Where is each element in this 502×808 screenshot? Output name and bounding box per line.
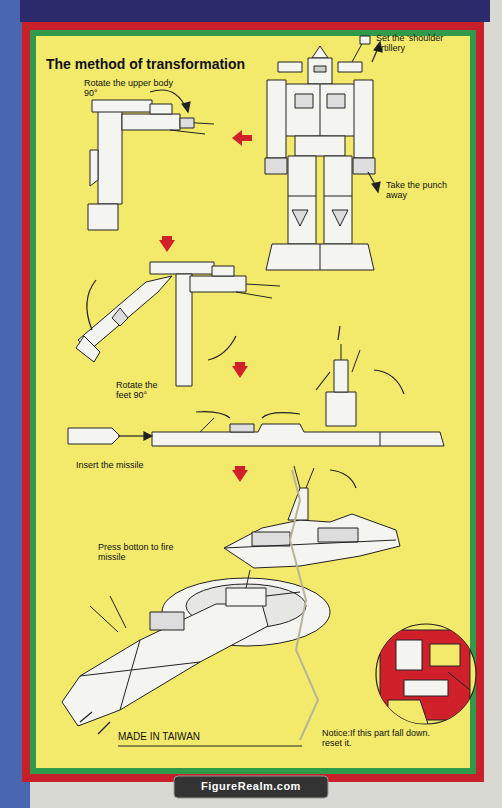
tear-line (290, 470, 318, 740)
watermark-badge (174, 776, 328, 798)
robot-jet (224, 466, 400, 568)
instruction-text: Set the 'shoulder artillery (376, 33, 468, 54)
green-frame (30, 30, 476, 774)
instruction-text: Take the punch away (386, 180, 456, 201)
robot-step-three (76, 262, 280, 386)
robot-step-two (88, 100, 214, 230)
step-arrows (159, 130, 252, 482)
notice-text: Notice:If this part fall down. reset it. (322, 728, 448, 749)
instruction-text: Insert the missile (76, 460, 186, 470)
robot-standing (265, 36, 375, 270)
red-frame (22, 22, 484, 782)
yellow-panel (36, 36, 470, 768)
robot-ship (62, 570, 330, 726)
robot-step-four (68, 344, 444, 446)
robot-illustrations (62, 36, 444, 726)
watermark: FigureRealm.com (174, 780, 328, 793)
instruction-text: Rotate the upper body 90° (84, 78, 180, 99)
underline (118, 746, 302, 747)
motion-arrows (80, 42, 404, 734)
box-top (20, 0, 490, 22)
instruction-text: Press botton to fire missile (98, 542, 190, 563)
instruction-text: Rotate the feet 90° (116, 380, 172, 401)
origin-text: MADE IN TAIWAN (118, 731, 268, 743)
detail-circle (376, 624, 476, 724)
title: The method of transformation (46, 56, 245, 72)
